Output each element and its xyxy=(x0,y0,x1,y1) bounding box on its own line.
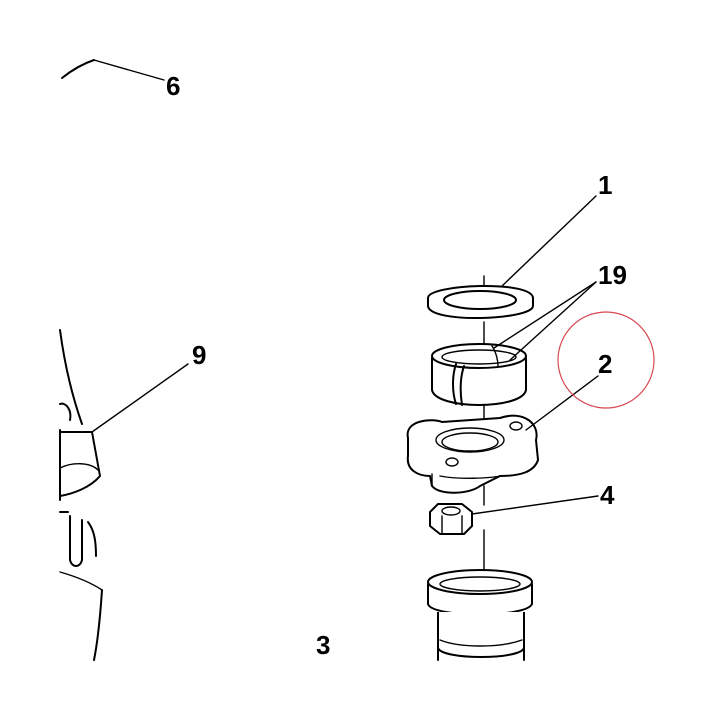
lower-sleeve-part-3 xyxy=(427,569,533,661)
callout-6: 6 xyxy=(166,71,180,101)
washer-ring-part-1 xyxy=(427,285,534,319)
leader-lines xyxy=(91,59,599,515)
callout-2: 2 xyxy=(598,349,612,379)
callout-3: 3 xyxy=(316,630,330,660)
hex-nut-part-4 xyxy=(429,503,473,535)
callout-1: 1 xyxy=(598,170,612,200)
housing-outline xyxy=(59,59,103,661)
flange-part-2 xyxy=(406,414,539,494)
highlight-circle xyxy=(557,311,655,409)
callout-19: 19 xyxy=(598,260,627,290)
split-bushing-part-19 xyxy=(431,343,527,406)
callout-9: 9 xyxy=(192,340,206,370)
callout-4: 4 xyxy=(600,480,615,510)
